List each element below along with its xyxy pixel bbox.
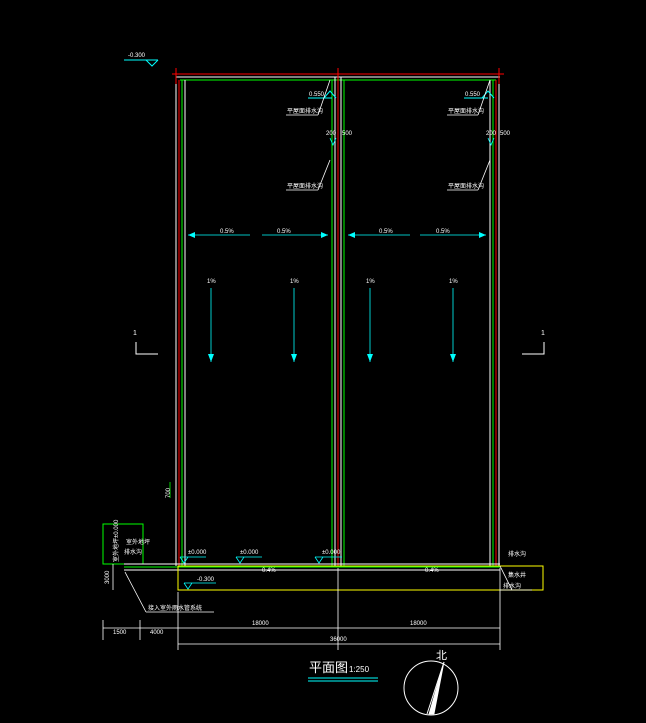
right-slope-left: 0.5%	[379, 229, 393, 235]
strip-label-1: 0.4%	[262, 568, 276, 574]
dim-row-1-d: 18000	[410, 621, 427, 627]
legend-line-1: 室外地坪	[126, 538, 150, 546]
right-arrow-left: 1%	[366, 279, 375, 285]
drawing-scale: 1:250	[349, 665, 370, 674]
right-label-1: 排水沟	[508, 550, 526, 558]
bottom-level-4: -0.300	[197, 577, 215, 583]
left-room-level-text: 0.550	[309, 92, 325, 98]
dimension-row-1: 1500 4000 18000 18000	[102, 568, 501, 650]
dimension-row-2: 36000	[178, 637, 500, 645]
left-arrow-left: 1%	[207, 279, 216, 285]
left-vertical-dim-text: 3000	[105, 570, 111, 584]
right-drain-label-1: 平屋面排水沟	[448, 107, 484, 115]
right-dim-a: 200	[486, 131, 497, 137]
dim-row-1-a: 1500	[113, 630, 127, 636]
left-wall-mark-text: 700	[166, 487, 172, 498]
left-room-annotations: 0.550 平屋面排水沟 200 500 平屋面排水沟 0.5% 0.5% 1%…	[188, 79, 353, 362]
right-arrow-right: 1%	[449, 279, 458, 285]
bottom-note: 接入室外雨水管系统	[124, 571, 214, 613]
right-label-2: 集水井	[508, 571, 526, 579]
bottom-level-2: ±0.000	[240, 550, 259, 556]
dim-row-2-total: 36000	[330, 637, 347, 643]
right-label-3: 排水沟	[503, 582, 521, 590]
legend-vertical-text: 室外地坪±0.000	[112, 519, 120, 562]
bottom-levels: ±0.000 ±0.000 ±0.000 -0.300	[179, 550, 342, 590]
left-drain-label-1: 平屋面排水沟	[287, 107, 323, 115]
left-arrow-right: 1%	[290, 279, 299, 285]
bottom-level-1: ±0.000	[188, 550, 207, 556]
bottom-note-text: 接入室外雨水管系统	[148, 604, 202, 612]
dim-row-1-b: 4000	[150, 630, 164, 636]
bottom-level-3: ±0.000	[322, 550, 341, 556]
drawing-title-block: 平面图 1:250	[308, 660, 378, 682]
dim-row-1-c: 18000	[252, 621, 269, 627]
drawing-title: 平面图	[309, 660, 348, 675]
north-arrow-icon: 北	[403, 649, 459, 716]
top-left-level-text: -0.300	[128, 53, 146, 59]
section-mark-left-text: 1	[133, 330, 137, 337]
legend-line-2: 排水沟	[124, 548, 142, 556]
left-drain-label-2: 平屋面排水沟	[287, 182, 323, 190]
left-slope-right: 0.5%	[277, 229, 291, 235]
right-labels: 排水沟 集水井 排水沟	[499, 550, 532, 591]
left-dim-b: 500	[342, 131, 353, 137]
top-left-level-mark: -0.300	[124, 53, 159, 67]
left-dim-a: 200	[326, 131, 337, 137]
right-dim-b: 500	[500, 131, 511, 137]
left-wall-mark: 700	[166, 482, 172, 498]
legend-box: 室外地坪 排水沟 室外地坪±0.000	[102, 519, 150, 565]
right-slope-right: 0.5%	[436, 229, 450, 235]
section-mark-right-text: 1	[541, 330, 545, 337]
right-drain-label-2: 平屋面排水沟	[448, 182, 484, 190]
strip-label-2: 0.4%	[425, 568, 439, 574]
section-mark-right: 1	[522, 330, 545, 355]
drain-strip: 0.4% 0.4%	[124, 563, 544, 591]
north-label: 北	[436, 649, 447, 662]
left-vertical-dimension: 3000	[105, 564, 114, 590]
left-slope-left: 0.5%	[220, 229, 234, 235]
section-mark-left: 1	[133, 330, 158, 355]
right-room-annotations: 0.550 平屋面排水沟 200 500 平屋面排水沟 0.5% 0.5% 1%…	[348, 79, 511, 362]
right-room-level-text: 0.550	[465, 92, 481, 98]
